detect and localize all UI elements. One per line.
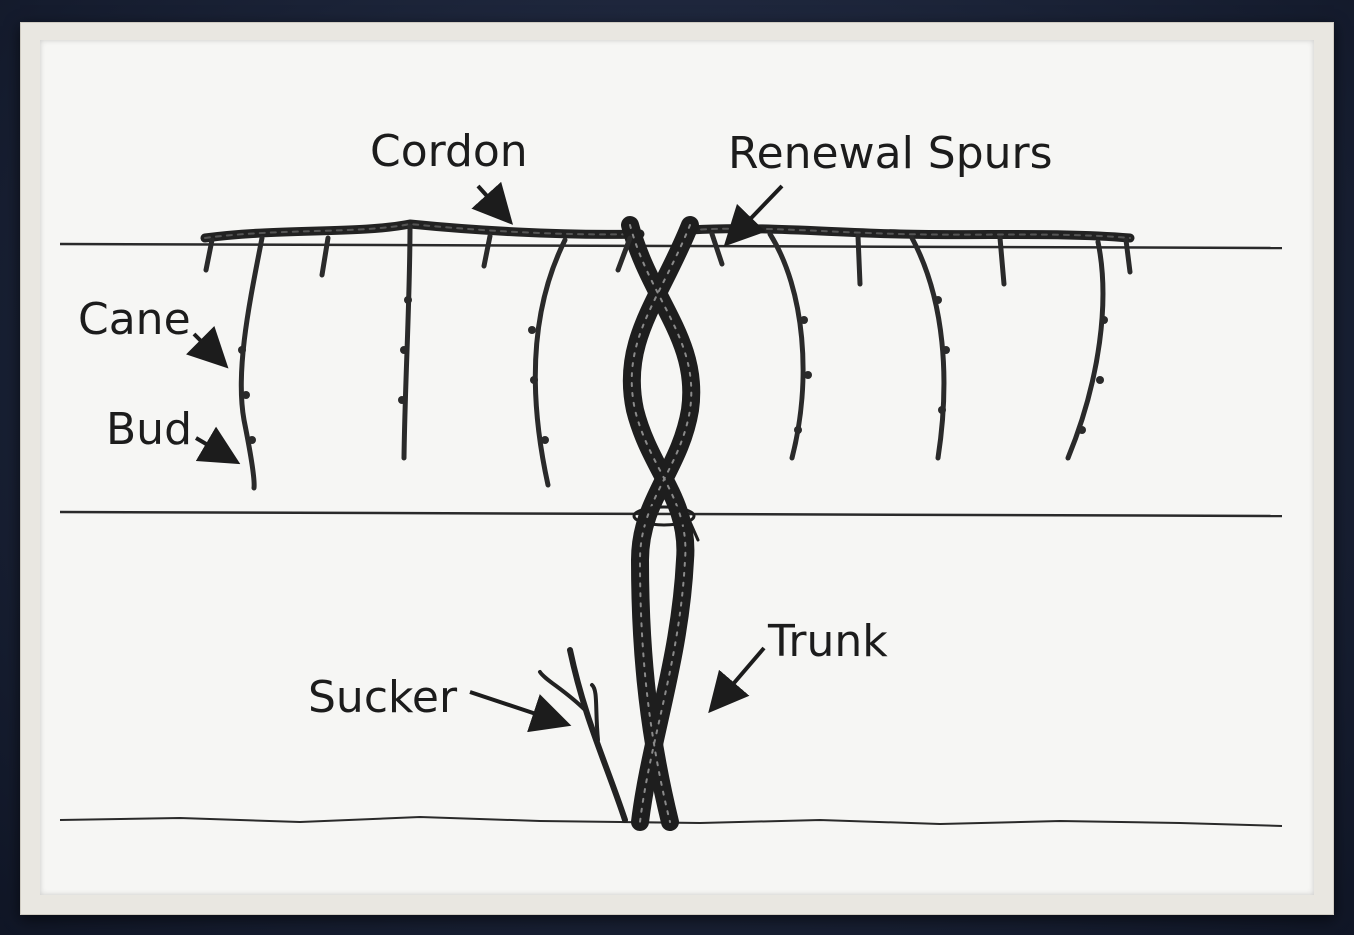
label-sucker: Sucker xyxy=(308,672,458,723)
label-cane: Cane xyxy=(78,294,191,345)
label-renewal-spurs: Renewal Spurs xyxy=(728,128,1053,179)
annotation-arrows xyxy=(194,186,782,722)
cane xyxy=(912,238,944,458)
arrow-cane xyxy=(194,334,220,360)
sucker-shoot xyxy=(540,650,625,820)
cane xyxy=(404,226,410,458)
cordon-arms xyxy=(205,224,1130,238)
cane xyxy=(1068,242,1103,458)
diagram-labels: Cordon Renewal Spurs Cane Bud Trunk Suck… xyxy=(78,126,1053,723)
label-trunk: Trunk xyxy=(767,616,888,667)
trunk xyxy=(630,225,698,822)
cane xyxy=(241,238,262,488)
label-bud: Bud xyxy=(106,404,192,455)
arrow-cordon xyxy=(478,186,505,216)
cane xyxy=(535,240,565,485)
arrow-trunk xyxy=(716,648,764,704)
arrow-sucker xyxy=(470,692,560,722)
label-cordon: Cordon xyxy=(370,126,528,177)
cane xyxy=(770,234,803,458)
arrow-bud xyxy=(196,438,230,458)
